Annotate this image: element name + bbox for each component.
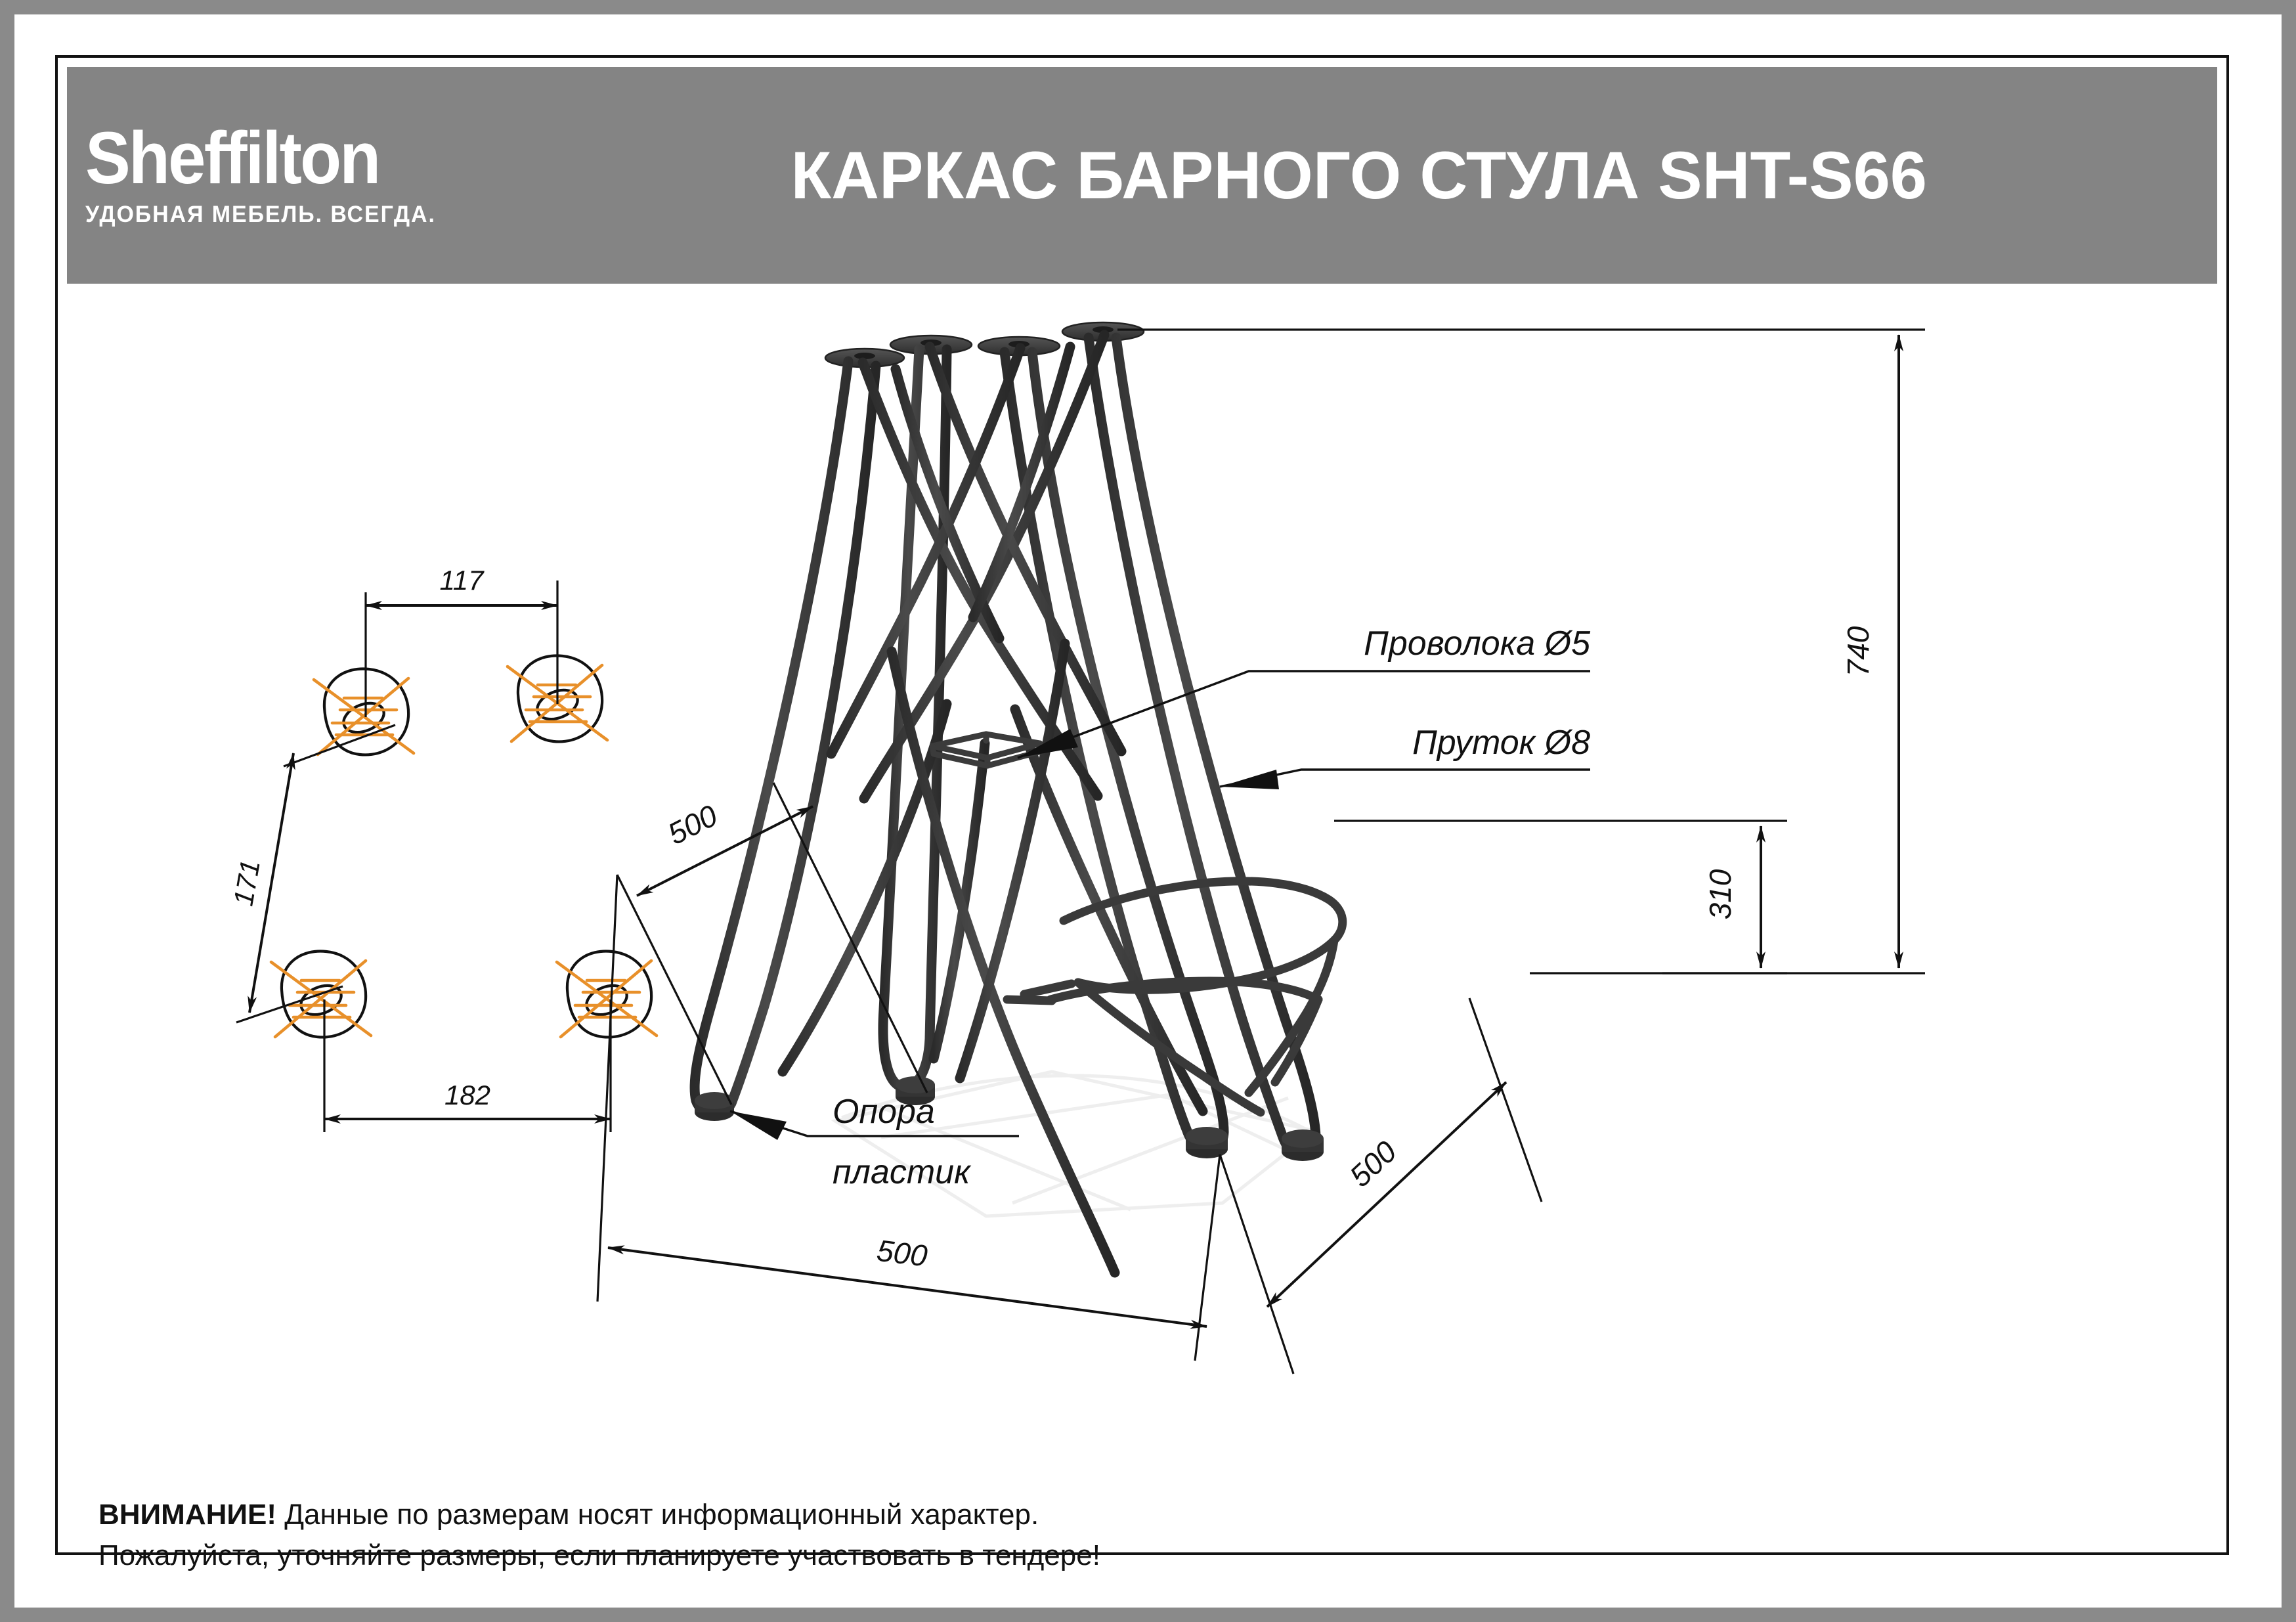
leader-rod-label: Пруток Ø8 [1219, 724, 1590, 789]
header-band: Sheffilton УДОБНАЯ МЕБЕЛЬ. ВСЕГДА. КАРКА… [67, 67, 2217, 284]
foot-pad-bottom-right [557, 951, 657, 1037]
plastic-foot-left [695, 1092, 734, 1121]
drawing-canvas: 117 182 171 [67, 284, 2217, 1555]
iso-view-group: Проволока Ø5 Пруток Ø8 Опора пластик 74 [596, 321, 1925, 1374]
dimension-500-front-label: 500 [875, 1233, 930, 1273]
attention-line-1-rest: Данные по размерам носят информационный … [276, 1499, 1039, 1531]
dimension-500-left-label: 500 [662, 798, 723, 851]
foot-pad-top-left [314, 669, 414, 755]
brand-name: Sheffilton [85, 117, 381, 200]
dimension-500-right-label: 500 [1343, 1134, 1403, 1194]
page-title: КАРКАС БАРНОГО СТУЛА SHT-S66 [791, 137, 1927, 213]
technical-drawing: 117 182 171 [227, 321, 1925, 1374]
attention-label: ВНИМАНИЕ! [98, 1499, 277, 1531]
dimension-171-label: 171 [227, 858, 265, 908]
dimension-740-label: 740 [1841, 626, 1875, 676]
dimension-500-front: 500 [596, 874, 1221, 1361]
attention-line-1: ВНИМАНИЕ! Данные по размерам носят инфор… [98, 1495, 1806, 1535]
dimension-500-right: 500 [1219, 997, 1543, 1374]
foot-label-line1: Опора [833, 1093, 935, 1131]
plastic-foot-front [1186, 1127, 1228, 1158]
plastic-foot-right [1282, 1129, 1324, 1161]
top-view-group: 117 182 171 [227, 565, 657, 1132]
brand-tagline: УДОБНАЯ МЕБЕЛЬ. ВСЕГДА. [85, 201, 436, 227]
dimension-182-label: 182 [444, 1080, 490, 1110]
dimension-740: 740 [1117, 328, 1925, 975]
rod-label-text: Пруток Ø8 [1412, 724, 1590, 762]
wire-label-text: Проволока Ø5 [1364, 625, 1591, 663]
leader-foot-label: Опора пластик [729, 1093, 1019, 1191]
leader-wire-label: Проволока Ø5 [1017, 625, 1591, 759]
dimension-310: 310 [1334, 820, 1787, 975]
dimension-182: 182 [324, 1080, 611, 1124]
footrest-wire-frame [1003, 877, 1347, 1117]
foot-label-line2: пластик [833, 1153, 972, 1191]
dimension-310-label: 310 [1703, 869, 1737, 919]
brand-logo: Sheffilton УДОБНАЯ МЕБЕЛЬ. ВСЕГДА. [67, 117, 527, 228]
top-view-extension-lines [236, 581, 612, 1132]
dimension-117-label: 117 [440, 565, 485, 596]
attention-line-2: Пожалуйста, уточняйте размеры, если план… [98, 1539, 1100, 1572]
attention-note: ВНИМАНИЕ! Данные по размерам носят инфор… [98, 1495, 1806, 1577]
dimension-117: 117 [365, 565, 558, 610]
